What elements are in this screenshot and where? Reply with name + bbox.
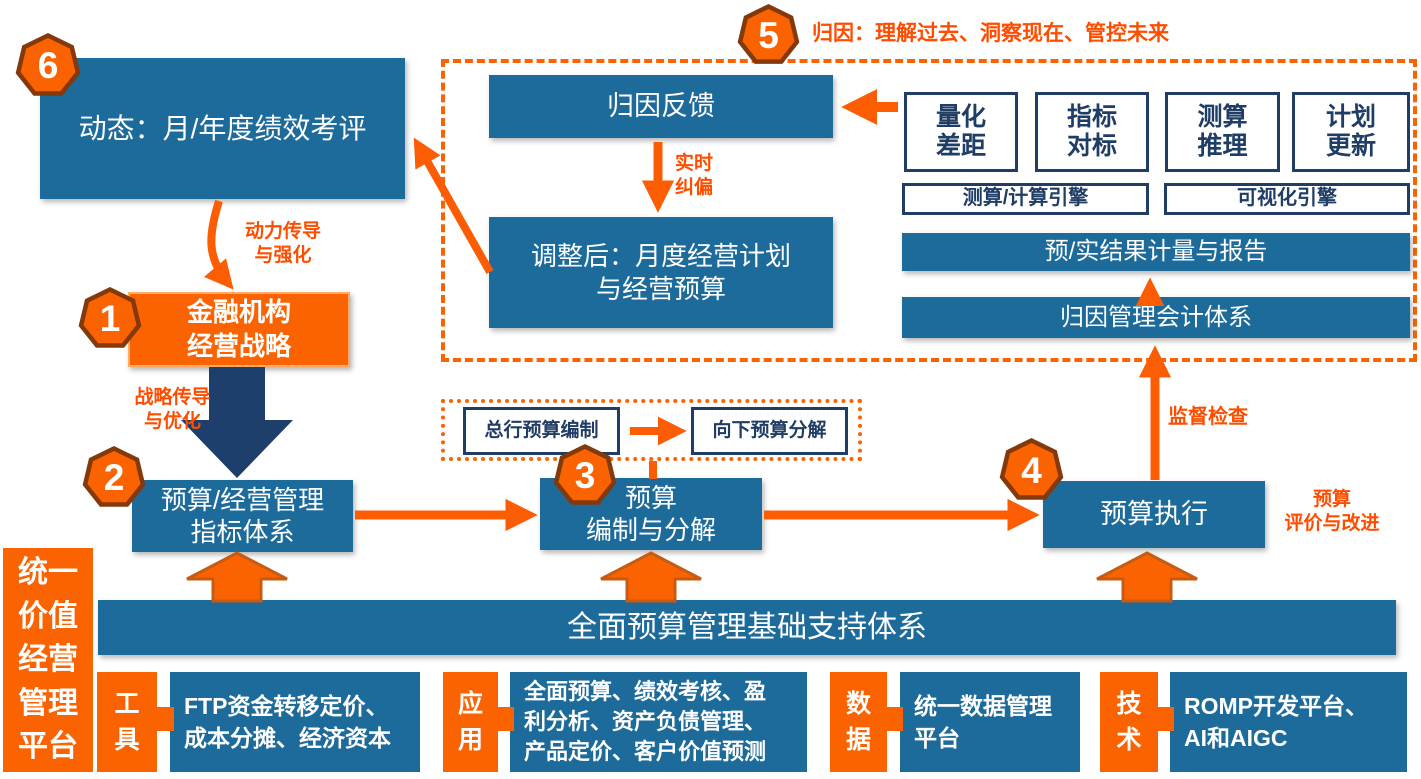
accounting-box: 归因管理会计体系 [902,297,1410,338]
application-tab-label: 应 用 [457,689,483,754]
report-box: 预/实结果计量与报告 [902,233,1410,271]
indicator-system-label: 预算/经营管理 指标体系 [160,484,325,548]
attribution-title: 归因：理解过去、洞察现在、管控未来 [812,22,1169,45]
indicator-system-box: 预算/经营管理 指标体系 [132,480,353,552]
tools-content-box: FTP资金转移定价、 成本分摊、经济资本 [170,672,420,772]
supervision-label: 监督检查 [1168,406,1248,428]
visual-engine-label: 可视化引擎 [1237,187,1337,210]
budget-execution-label: 预算执行 [1100,498,1208,529]
application-tab: 应 用 [443,672,498,772]
capability-box-estimate-reason: 测算 推理 [1165,92,1280,172]
tools-tab: 工 具 [97,672,157,772]
adjusted-plan-label: 调整后：月度经营计划 与经营预算 [530,241,791,304]
calc-engine-box: 测算/计算引擎 [902,183,1149,215]
badge-4-number: 4 [1021,449,1042,491]
capability-label-1: 量化 差距 [935,102,986,161]
technology-tab: 技 术 [1100,672,1158,772]
support-up-arrow-1 [186,551,288,603]
badge-2-number: 2 [103,457,125,498]
support-bar-label: 全面预算管理基础支持体系 [567,610,927,644]
hq-budget-label: 总行预算编制 [484,419,599,441]
data-content-label: 统一数据管理 平台 [914,692,1052,751]
hq-budget-box: 总行预算编制 [463,407,620,455]
data-tab: 数 据 [830,672,887,772]
tools-content-label: FTP资金转移定价、 成本分摊、经济资本 [184,692,391,751]
step-badge-4: 4 [999,438,1064,503]
dynamic-review-box: 动态：月/年度绩效考评 [40,58,405,199]
strategy-transfer-label: 战略传导 与优化 [134,387,211,432]
visual-engine-box: 可视化引擎 [1164,183,1410,215]
value-platform-label: 统一 价值 经营 管理 平台 [18,556,78,764]
step-badge-1: 1 [78,287,142,351]
step-badge-3: 3 [553,444,617,508]
downward-budget-box: 向下预算分解 [691,407,848,455]
realtime-correction-label: 实时 纠偏 [675,153,714,198]
budget-compile-dotted-frame [441,399,862,461]
adjusted-plan-box: 调整后：月度经营计划 与经营预算 [489,217,833,328]
application-content-box: 全面预算、绩效考核、盈 利分析、资产负债管理、 产品定价、客户价值预测 [510,672,807,772]
data-tab-label: 数 据 [845,689,871,754]
capability-box-plan-update: 计划 更新 [1292,92,1410,172]
report-label: 预/实结果计量与报告 [1044,238,1268,265]
evaluation-label: 预算 评价与改进 [1284,489,1380,534]
technology-content-label: ROMP开发平台、 AI和AIGC [1184,692,1368,751]
strategy-label: 金融机构 经营战略 [186,296,291,361]
badge-3-number: 3 [574,455,596,496]
support-up-arrow-2 [600,551,702,603]
budget-execution-box: 预算执行 [1043,481,1265,548]
technology-tab-label: 技 术 [1116,689,1142,754]
capability-label-2: 指标 对标 [1066,102,1117,161]
attribution-feedback-box: 归因反馈 [489,75,833,138]
data-content-box: 统一数据管理 平台 [900,672,1080,772]
support-up-arrow-3 [1096,551,1198,603]
step-badge-2: 2 [82,446,146,510]
application-content-label: 全面预算、绩效考核、盈 利分析、资产负债管理、 产品定价、客户价值预测 [524,679,767,764]
capability-label-3: 测算 推理 [1197,102,1248,161]
attribution-feedback-label: 归因反馈 [607,90,715,121]
accounting-label: 归因管理会计体系 [1060,303,1252,331]
capability-box-quantify-gap: 量化 差距 [904,92,1018,172]
tools-tab-label: 工 具 [114,689,140,754]
downward-budget-label: 向下预算分解 [712,419,827,441]
badge-1-number: 1 [99,298,121,339]
capability-box-benchmark: 指标 对标 [1035,92,1149,172]
calc-engine-label: 测算/计算引擎 [962,187,1089,210]
step-badge-5: 5 [737,4,800,67]
technology-content-box: ROMP开发平台、 AI和AIGC [1170,672,1407,772]
momentum-label: 动力传导 与强化 [244,221,321,266]
momentum-arrow [204,199,234,290]
value-platform-sidebar: 统一 价值 经营 管理 平台 [3,548,93,772]
dynamic-review-label: 动态：月/年度绩效考评 [78,113,367,144]
step-badge-6: 6 [15,33,81,99]
badge-6-number: 6 [37,45,59,86]
support-bar: 全面预算管理基础支持体系 [98,600,1396,655]
badge-5-number: 5 [758,14,779,56]
budget-compile-label: 预算 编制与分解 [585,482,716,546]
strategy-box: 金融机构 经营战略 [128,292,350,367]
capability-label-4: 计划 更新 [1325,102,1376,161]
